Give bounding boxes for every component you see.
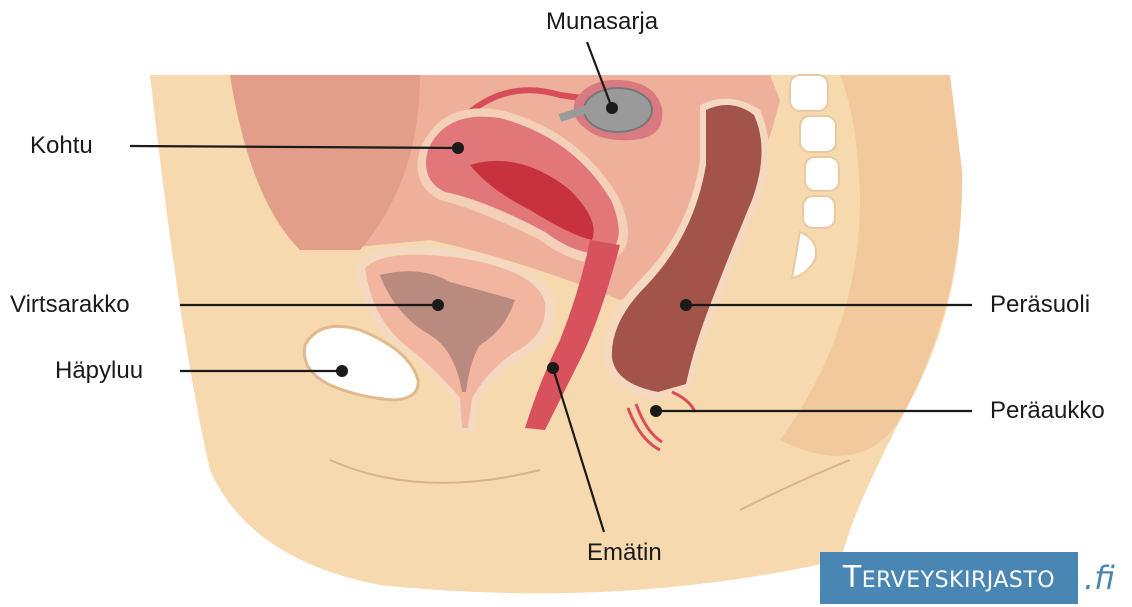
terveyskirjasto-logo[interactable]: TERVEYSKIRJASTO [820,552,1078,604]
ovary-dot [606,102,618,114]
label-ovary: Munasarja [546,8,658,36]
label-rectum: Peräsuoli [990,291,1090,319]
bladder-dot [432,299,444,311]
label-bladder: Virtsarakko [10,291,130,319]
label-vagina: Emätin [587,539,662,567]
logo-domain: .fi [1084,556,1115,600]
uterus-dot [452,142,464,154]
vagina-dot [547,362,559,374]
pubic-bone-dot [336,365,348,377]
label-uterus: Kohtu [30,132,93,160]
anus-dot [650,405,662,417]
label-pubic-bone: Häpyluu [55,357,143,385]
label-anus: Peräaukko [990,397,1105,425]
rectum-dot [680,299,692,311]
